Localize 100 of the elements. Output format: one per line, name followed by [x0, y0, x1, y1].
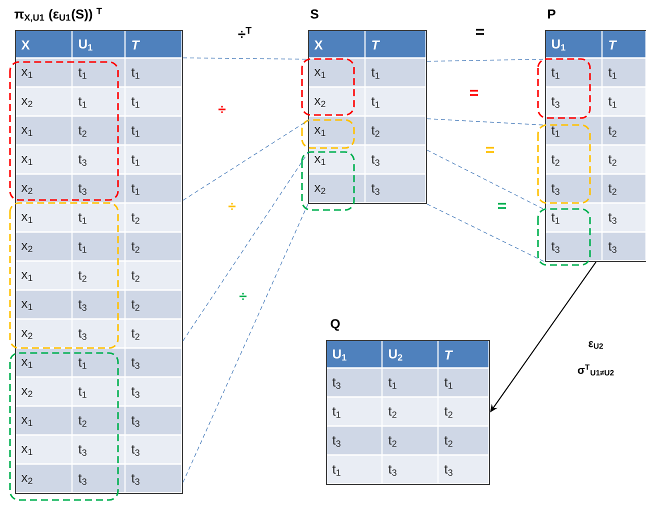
table-cell: x$_{1}$: [16, 436, 72, 464]
table-cell: t$_{2}$: [382, 426, 438, 454]
table-cell: t$_{1}$: [72, 88, 124, 116]
table-cell: t$_{3}$: [72, 174, 124, 202]
table-cell: t$_{3}$: [126, 464, 182, 492]
table-cell: t$_{1}$: [438, 368, 488, 396]
table-cell: t$_{3}$: [326, 426, 382, 454]
table-cell: t$_{1}$: [326, 398, 382, 426]
table-cell: x$_{1}$: [16, 116, 72, 144]
edge-label: ε$_{U2}$: [587, 340, 605, 350]
table-cell: x$_{2}$: [16, 464, 72, 492]
table-cell: t$_{3}$: [546, 174, 602, 202]
table-cell: t$_{2}$: [126, 290, 182, 318]
table-cell: t$_{2}$: [382, 398, 438, 426]
table-cell: x$_{1}$: [16, 204, 72, 232]
header-cell: U$_{2}$: [382, 340, 438, 368]
table-cell: t$_{1}$: [546, 204, 602, 232]
table-cell: t$_{2}$: [546, 146, 602, 174]
connector-line: [182, 152, 308, 342]
table-cell: t$_{3}$: [72, 320, 124, 348]
table-cell: t$_{2}$: [126, 204, 182, 232]
table-cell: t$_{2}$: [602, 174, 646, 202]
table-cell: t$_{2}$: [602, 116, 646, 144]
table-cell: t$_{3}$: [602, 232, 646, 260]
table-cell: t$_{3}$: [366, 146, 426, 174]
header-cell: X: [16, 30, 72, 58]
header-cell: U$_{1}$: [546, 30, 602, 58]
table-cell: x$_{1}$: [16, 290, 72, 318]
table-cell: t$_{1}$: [546, 58, 602, 86]
table-cell: x$_{1}$: [308, 58, 364, 86]
header-cell: T: [438, 340, 488, 368]
connector-line: [426, 58, 546, 62]
table-cell: x$_{1}$: [308, 146, 364, 174]
table-cell: t$_{3}$: [382, 456, 438, 484]
table-cell: t$_{1}$: [126, 88, 182, 116]
table-cell: t$_{3}$: [126, 378, 182, 406]
table-cell: t$_{3}$: [326, 368, 382, 396]
header-cell: U$_{1}$: [72, 30, 124, 58]
table-cell: t$_{3}$: [126, 406, 182, 434]
table-cell: t$_{3}$: [366, 174, 426, 202]
table-cell: t$_{2}$: [126, 262, 182, 290]
table-cell: x$_{1}$: [16, 348, 72, 376]
table-cell: t$_{3}$: [72, 436, 124, 464]
table-cell: x$_{2}$: [308, 174, 364, 202]
table-cell: t$_{3}$: [602, 204, 646, 232]
operator-symbol: =: [498, 202, 506, 209]
table-cell: t$_{1}$: [126, 116, 182, 144]
table-cell: t$_{1}$: [126, 146, 182, 174]
table-cell: x$_{2}$: [16, 232, 72, 260]
table-cell: t$_{3}$: [72, 146, 124, 174]
table-cell: t$_{2}$: [438, 426, 488, 454]
header-cell: U$_{1}$: [326, 340, 382, 368]
table-title: Q: [330, 319, 340, 331]
table-cell: t$_{3}$: [126, 436, 182, 464]
table-cell: x$_{2}$: [16, 174, 72, 202]
table-cell: t$_{1}$: [126, 58, 182, 86]
table-cell: x$_{1}$: [16, 58, 72, 86]
table-cell: t$_{2}$: [438, 398, 488, 426]
header-cell: T: [366, 30, 426, 58]
table-cell: t$_{1}$: [602, 58, 646, 86]
table-cell: x$_{2}$: [308, 88, 364, 116]
table-cell: t$_{1}$: [366, 58, 426, 86]
table-cell: t$_{3}$: [546, 88, 602, 116]
table-title: P: [548, 10, 556, 18]
connector-line: [426, 150, 546, 210]
operator-symbol: =: [470, 90, 478, 96]
operator-symbol: =: [476, 28, 484, 35]
table-cell: t$_{1}$: [72, 232, 124, 260]
table-cell: t$_{1}$: [546, 116, 602, 144]
table-cell: t$_{2}$: [602, 146, 646, 174]
table-title: S: [310, 9, 318, 19]
table-cell: t$_{2}$: [72, 116, 124, 144]
table-cell: x$_{2}$: [16, 378, 72, 406]
table-cell: t$_{1}$: [72, 58, 124, 86]
table-cell: t$_{1}$: [72, 348, 124, 376]
connector-line: [182, 58, 308, 60]
header-cell: X: [308, 30, 364, 58]
table-cell: t$_{2}$: [126, 232, 182, 260]
table-cell: t$_{1}$: [126, 174, 182, 202]
connector-line: [182, 120, 308, 201]
table-cell: t$_{3}$: [126, 348, 182, 376]
table-cell: t$_{3}$: [546, 232, 602, 260]
table-cell: t$_{1}$: [602, 88, 646, 116]
operator-symbol: ÷: [228, 202, 236, 210]
header-cell: T: [126, 30, 182, 58]
table-cell: t$_{2}$: [72, 262, 124, 290]
operator-symbol: ÷$^{T}$: [238, 27, 252, 38]
table-cell: x$_{2}$: [16, 88, 72, 116]
table-cell: t$_{2}$: [126, 320, 182, 348]
table-cell: t$_{1}$: [366, 88, 426, 116]
table-cell: t$_{3}$: [72, 464, 124, 492]
header-cell: T: [602, 30, 646, 58]
table-cell: x$_{1}$: [16, 146, 72, 174]
table-cell: t$_{1}$: [72, 378, 124, 406]
table-cell: x$_{2}$: [16, 320, 72, 348]
connector-line: [182, 204, 308, 483]
table-cell: t$_{2}$: [366, 116, 426, 144]
table-cell: t$_{1}$: [382, 368, 438, 396]
table-cell: x$_{1}$: [16, 406, 72, 434]
table-cell: x$_{1}$: [308, 116, 364, 144]
